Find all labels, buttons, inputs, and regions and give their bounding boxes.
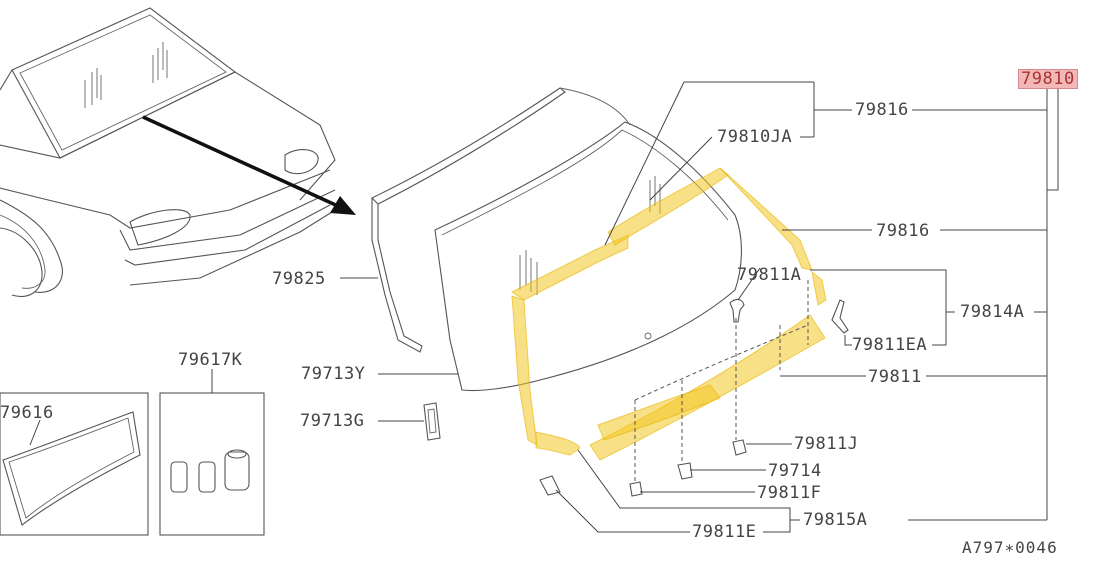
fastener-j-label[interactable]: 79811J <box>794 434 859 454</box>
dam-label[interactable]: 79825 <box>272 269 326 289</box>
clip-e-label[interactable]: 79811E <box>692 522 757 542</box>
assembly-part-label[interactable]: 79810 <box>1018 69 1078 89</box>
clip-ea-label[interactable]: 79811EA <box>852 335 928 355</box>
moulding-set-a-label[interactable]: 79814A <box>960 302 1025 322</box>
moulding-upper-label[interactable]: 79816 <box>855 100 909 120</box>
fastener-f-label[interactable]: 79811F <box>757 483 822 503</box>
direction-arrow <box>142 115 356 215</box>
leader-lines <box>29 81 1059 533</box>
dam-part <box>371 87 631 353</box>
clip-a-label[interactable]: 79811A <box>737 265 802 285</box>
moulding-lower-label[interactable]: 79811 <box>868 367 922 387</box>
sealant-box-label[interactable]: 79616 <box>0 403 54 423</box>
reference-code: A797∗0046 <box>962 538 1058 557</box>
highlighted-mouldings <box>511 167 827 461</box>
moulding-side-label[interactable]: 79816 <box>876 221 930 241</box>
kit-box-label[interactable]: 79617K <box>178 350 243 370</box>
car-illustration <box>0 7 336 297</box>
glass-label[interactable]: 79713Y <box>301 364 366 384</box>
spacer-label[interactable]: 79713G <box>300 411 365 431</box>
fastener-714-label[interactable]: 79714 <box>768 461 822 481</box>
small-parts <box>423 298 849 497</box>
moulding-set-b-label[interactable]: 79815A <box>803 510 868 530</box>
moulding-joint-label[interactable]: 79810JA <box>717 127 793 147</box>
assembly-dash-lines <box>634 280 809 482</box>
